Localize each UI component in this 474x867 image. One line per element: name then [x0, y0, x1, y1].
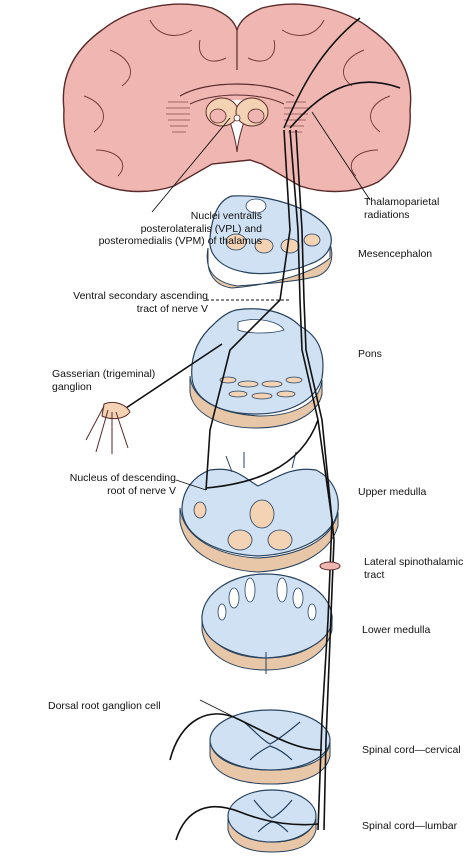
label-pons: Pons: [358, 348, 382, 360]
brain-coronal-section: [62, 3, 412, 193]
spinal-cervical-section: [209, 709, 331, 785]
upper-medulla-section: [179, 451, 339, 573]
brain-outline: [62, 3, 412, 193]
spinothalamic-marker: [319, 561, 341, 571]
label-thalamoparietal: Thalamoparietal radiations: [364, 196, 440, 221]
pons-section: [189, 308, 324, 429]
tract-lines: [119, 17, 401, 841]
label-ventral-tract: Ventral secondary ascending tract of ner…: [73, 290, 208, 315]
label-descending-nucleus: Nucleus of descending root of nerve V: [69, 472, 176, 497]
label-upper-medulla: Upper medulla: [358, 486, 427, 498]
lower-medulla-section: [201, 573, 333, 674]
label-lower-medulla: Lower medulla: [362, 624, 431, 636]
label-mesencephalon: Mesencephalon: [358, 248, 433, 260]
gasserian-ganglion: [85, 401, 131, 454]
label-spinal-lumbar: Spinal cord—lumbar: [362, 820, 458, 832]
spinal-lumbar-section: [227, 789, 317, 853]
label-thalamus-nuclei: Nuclei ventralis posterolateralis (VPL) …: [98, 210, 262, 247]
label-spinal-cervical: Spinal cord—cervical: [362, 744, 461, 756]
label-leaders: [151, 111, 371, 717]
label-gasserian: Gasserian (trigeminal) ganglion: [52, 368, 156, 393]
label-dorsal-root: Dorsal root ganglion cell: [48, 700, 161, 712]
label-lateral-spinothalamic: Lateral spinothalamic tract: [364, 556, 464, 581]
